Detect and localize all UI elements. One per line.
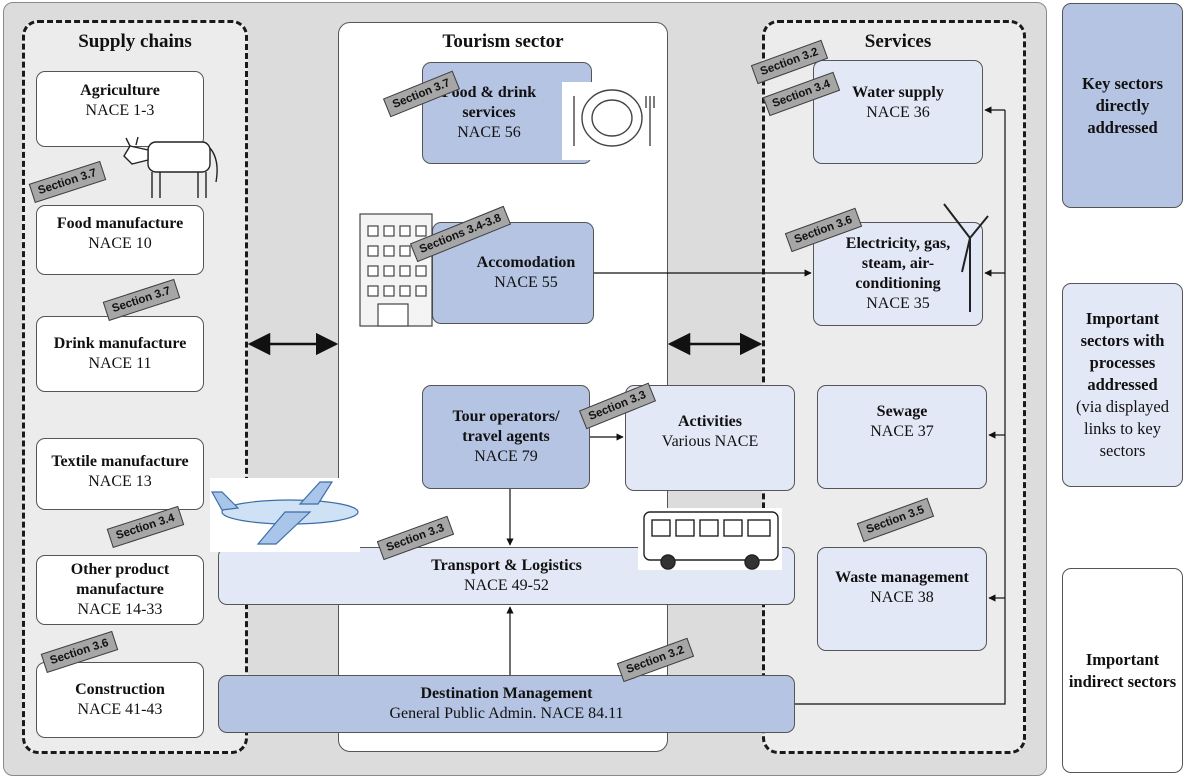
legend-important-label: Important sectors with processes address… xyxy=(1080,309,1165,394)
agriculture-name: Agriculture xyxy=(80,82,160,99)
textile-manufacture-code: NACE 13 xyxy=(88,473,152,490)
legend-key-sectors: Key sectors directly addressed xyxy=(1062,3,1183,208)
waste-management-name: Waste management xyxy=(835,569,969,586)
sewage-name: Sewage xyxy=(876,403,928,420)
destination-services-line xyxy=(795,110,1006,705)
construction-box: Construction NACE 41-43 xyxy=(36,662,204,738)
water-supply-code: NACE 36 xyxy=(866,104,930,121)
accommodation-code: NACE 55 xyxy=(494,274,558,291)
tour-operators-code: NACE 79 xyxy=(474,448,538,465)
food-manufacture-name: Food manufacture xyxy=(56,215,184,232)
tourism-sector-title: Tourism sector xyxy=(442,31,564,52)
construction-name: Construction xyxy=(75,681,165,698)
electricity-name: Electricity, gas, steam, air-conditionin… xyxy=(845,235,951,292)
construction-code: NACE 41-43 xyxy=(77,701,163,718)
tour-operators-name: Tour operators/ travel agents xyxy=(452,408,560,445)
water-supply-name: Water supply xyxy=(852,84,944,101)
cow-icon xyxy=(123,136,218,198)
destination-code: General Public Admin. NACE 84.11 xyxy=(389,705,624,722)
legend-indirect-sectors: Important indirect sectors xyxy=(1062,568,1183,773)
legend-key-label: Key sectors directly addressed xyxy=(1081,73,1164,137)
electricity-code: NACE 35 xyxy=(866,295,930,312)
agriculture-code: NACE 1-3 xyxy=(85,102,155,119)
other-product-code: NACE 14-33 xyxy=(77,601,163,618)
food-drink-name: Food & drink services xyxy=(441,84,537,121)
food-drink-code: NACE 56 xyxy=(457,124,521,141)
plate-icon xyxy=(562,82,664,160)
activities-code: Various NACE xyxy=(661,433,759,450)
supply-chains-title: Supply chains xyxy=(78,31,192,52)
airplane-icon xyxy=(210,478,360,552)
legend-important-sectors: Important sectors with processes address… xyxy=(1062,283,1183,487)
tour-operators-box: Tour operators/ travel agents NACE 79 xyxy=(422,385,590,489)
bus-icon xyxy=(638,508,782,570)
electricity-box: Electricity, gas, steam, air-conditionin… xyxy=(813,222,983,326)
legend-important-note: (via displayed links to key sectors xyxy=(1075,397,1169,460)
other-product-name: Other product manufacture xyxy=(70,561,170,598)
food-manufacture-code: NACE 10 xyxy=(88,235,152,252)
destination-management-box: Destination Management General Public Ad… xyxy=(218,675,795,733)
food-manufacture-box: Food manufacture NACE 10 xyxy=(36,205,204,275)
activities-box: Activities Various NACE xyxy=(625,385,795,491)
activities-name: Activities xyxy=(678,413,742,430)
agriculture-box: Agriculture NACE 1-3 xyxy=(36,71,204,147)
drink-manufacture-code: NACE 11 xyxy=(88,355,152,372)
legend-indirect-label: Important indirect sectors xyxy=(1068,649,1177,691)
accommodation-name: Accomodation xyxy=(476,254,576,271)
water-supply-box: Water supply NACE 36 xyxy=(813,60,983,164)
wind-turbine-icon xyxy=(943,203,989,312)
textile-manufacture-box: Textile manufacture NACE 13 xyxy=(36,438,204,510)
sewage-code: NACE 37 xyxy=(870,423,934,440)
sewage-box: Sewage NACE 37 xyxy=(817,385,987,489)
destination-name: Destination Management xyxy=(420,685,593,702)
transport-name: Transport & Logistics xyxy=(431,557,582,574)
other-product-manufacture-box: Other product manufacture NACE 14-33 xyxy=(36,555,204,625)
waste-management-box: Waste management NACE 38 xyxy=(817,547,987,651)
services-title: Services xyxy=(864,31,932,52)
hotel-icon xyxy=(359,213,433,327)
textile-manufacture-name: Textile manufacture xyxy=(51,453,189,470)
transport-code: NACE 49-52 xyxy=(464,577,549,594)
waste-management-code: NACE 38 xyxy=(870,589,934,606)
drink-manufacture-name: Drink manufacture xyxy=(53,335,187,352)
